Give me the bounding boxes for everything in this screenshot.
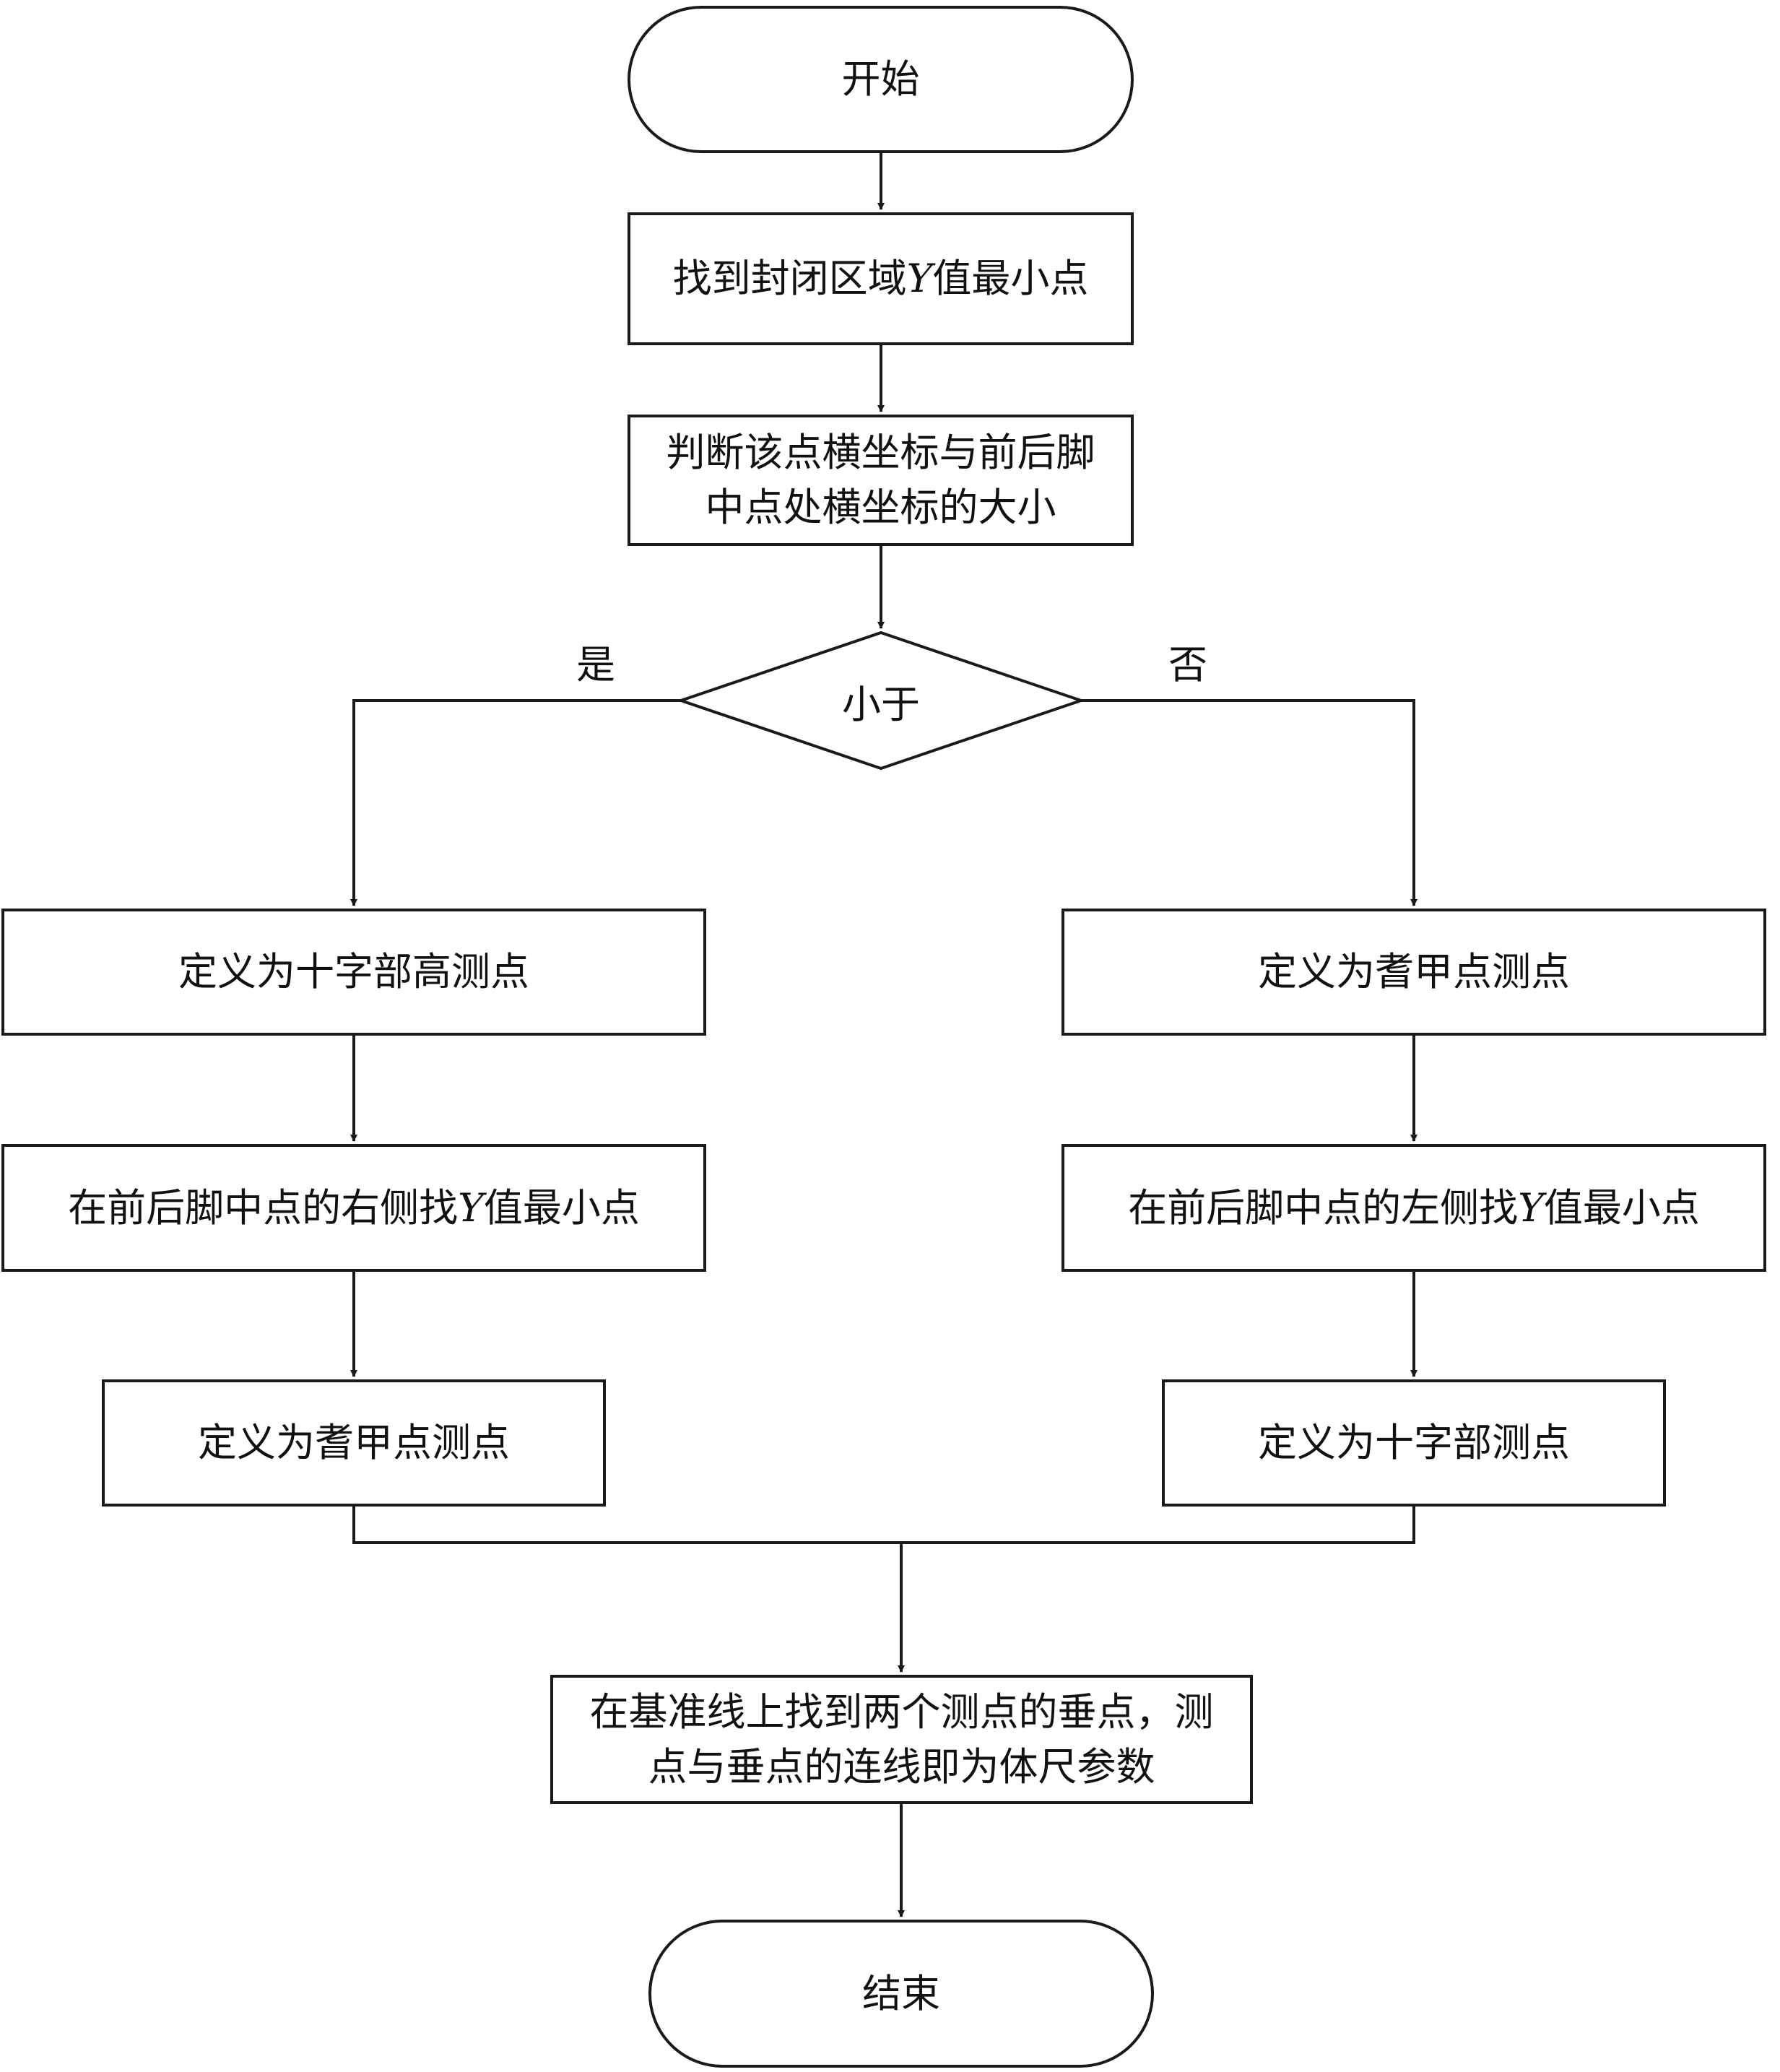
end-label: 结束	[862, 1970, 940, 2016]
right-step-2-pre: 在前后脚中点的左侧找	[1128, 1184, 1519, 1231]
step-compare-x-line1: 判断该点横坐标与前后脚	[666, 430, 1095, 475]
left-step-2-var: Y	[458, 1184, 484, 1231]
start-label: 开始	[841, 56, 920, 102]
right-step-1: 定义为耆甲点测点	[1062, 909, 1766, 1036]
yes-label: 是	[563, 636, 628, 688]
decision-label: 小于	[794, 672, 968, 729]
right-step-3: 定义为十字部测点	[1162, 1379, 1666, 1507]
right-step-3-text: 定义为十字部测点	[1258, 1420, 1570, 1465]
merge-line	[352, 1507, 1415, 1544]
left-step-2-post: 值最小点	[483, 1184, 640, 1231]
left-step-2-text: 在前后脚中点的右侧找Y值最小点	[68, 1181, 640, 1236]
yes-text: 是	[576, 641, 615, 688]
end-terminal: 结束	[648, 1920, 1154, 2068]
right-step-2: 在前后脚中点的左侧找Y值最小点	[1062, 1144, 1766, 1272]
step-compare-x: 判断该点横坐标与前后脚 中点处横坐标的大小	[628, 415, 1134, 546]
no-text: 否	[1168, 641, 1207, 688]
left-step-2-pre: 在前后脚中点的右侧找	[68, 1184, 459, 1231]
right-step-2-post: 值最小点	[1543, 1184, 1700, 1231]
step-find-min-y-text: 找到封闭区域Y值最小点	[673, 251, 1089, 306]
no-label: 否	[1155, 636, 1220, 688]
right-step-1-text: 定义为耆甲点测点	[1258, 949, 1570, 994]
left-step-3-text: 定义为耆甲点测点	[198, 1420, 510, 1465]
decision-diamond	[676, 630, 1086, 771]
left-step-1: 定义为十字部高测点	[1, 909, 706, 1036]
right-step-2-text: 在前后脚中点的左侧找Y值最小点	[1128, 1181, 1700, 1236]
final-step-line1: 在基准线上找到两个测点的垂点，测	[589, 1689, 1214, 1735]
step-find-min-y-post: 值最小点	[932, 256, 1089, 301]
step-find-min-y-pre: 找到封闭区域	[672, 256, 907, 301]
left-step-1-text: 定义为十字部高测点	[178, 949, 529, 994]
decision-text: 小于	[842, 681, 920, 727]
right-step-2-var: Y	[1518, 1184, 1544, 1231]
left-step-2: 在前后脚中点的右侧找Y值最小点	[1, 1144, 706, 1272]
arrow-decision-no	[1081, 699, 1418, 906]
step-find-min-y: 找到封闭区域Y值最小点	[628, 212, 1134, 345]
start-terminal: 开始	[628, 6, 1134, 153]
step-find-min-y-var: Y	[906, 256, 933, 301]
arrow-decision-yes	[350, 699, 681, 906]
final-step: 在基准线上找到两个测点的垂点，测 点与垂点的连线即为体尺参数	[550, 1675, 1253, 1804]
left-step-3: 定义为耆甲点测点	[102, 1379, 606, 1507]
step-compare-x-line2: 中点处横坐标的大小	[705, 485, 1056, 530]
final-step-line2: 点与垂点的连线即为体尺参数	[648, 1743, 1155, 1790]
